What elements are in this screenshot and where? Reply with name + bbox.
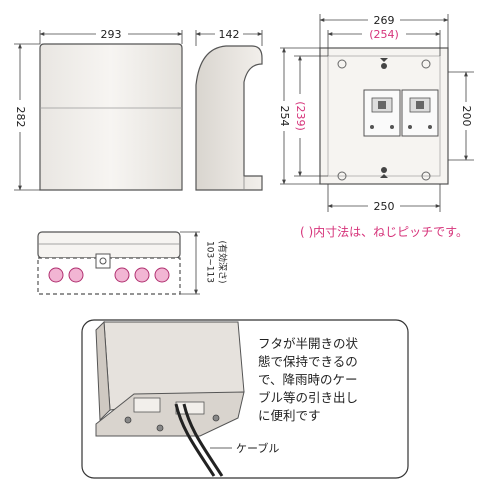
cable-label: ケーブル [236,441,279,455]
knockout-hole-icon [114,267,130,283]
side-view-body [195,45,263,191]
screw-icon [124,416,132,424]
side-depth-label: 142 [219,28,240,41]
screw-hole-icon [421,59,431,69]
callout-line-2: 態で保持できるの [258,354,358,369]
knockout-hole-icon [68,267,84,283]
side-view: 142 [195,27,263,191]
bottom-depth-label: 103~113 [205,241,215,283]
knockout-hole-icon [134,267,150,283]
callout-line-5: に便利です [258,408,321,423]
callout-line-3: で、降雨時のケー [258,372,358,387]
screw-hole-icon [421,171,431,181]
breaker-right-icon [401,89,439,137]
breaker-left-icon [363,89,401,137]
bottom-view: 103~113 (有効深さ) [37,231,229,295]
back-width-label: 269 [374,14,395,27]
back-pitch-height-label: (239) [294,101,307,131]
front-height-label: 282 [14,107,27,128]
cable-icon [174,403,216,477]
screw-hole-icon [337,171,347,181]
half-open-illustration: ケーブル フタが半開きの状 態で保持できるの で、降雨時のケー ブル等の引き出し… [81,319,409,479]
knockout-hole-icon [48,267,64,283]
pitch-note: ( )内寸法は、ねじピッチです。 [300,225,468,239]
front-view: 293 282 [12,27,183,191]
back-height-label: 254 [278,106,291,127]
front-width-label: 293 [101,28,122,41]
screw-hole-icon [337,59,347,69]
back-view: 269 (254) 254 (239) 200 250 [276,13,474,213]
mount-hole-icon [381,167,387,173]
screw-icon [212,414,220,422]
callout-line-1: フタが半開きの状 [258,336,359,351]
mount-hole-icon [381,63,387,69]
bottom-depth-note: (有効深さ) [217,240,229,283]
back-pitch-width-label: (254) [369,28,399,41]
box-bottom-panel [95,391,245,437]
knockout-hole-icon [154,267,170,283]
callout-line-4: ブル等の引き出し [258,390,358,405]
screw-icon [156,424,164,432]
back-base-width-label: 250 [374,200,395,213]
front-view-body [39,43,183,191]
back-inner-height-label: 200 [460,106,473,127]
